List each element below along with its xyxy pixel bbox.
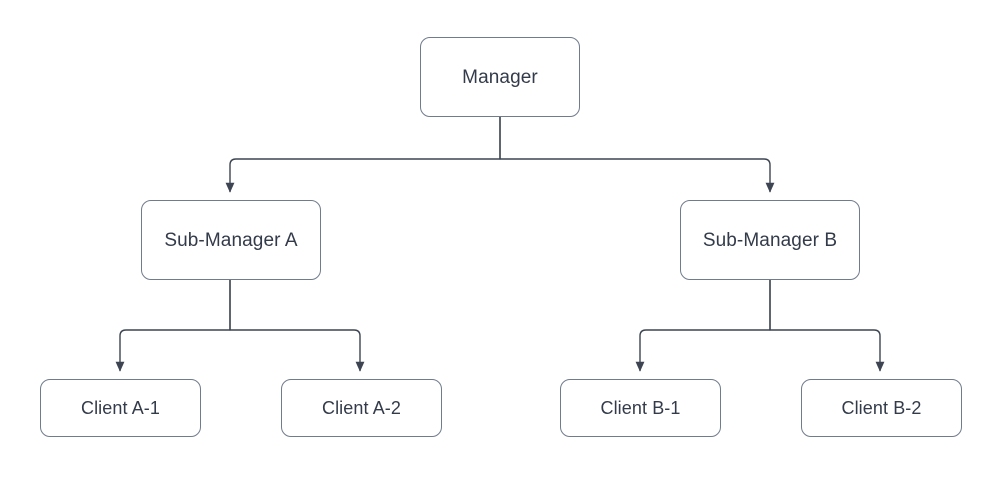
- node-sub-manager-a-label: Sub-Manager A: [164, 229, 298, 251]
- node-client-b1[interactable]: Client B-1: [560, 379, 721, 437]
- node-client-a1[interactable]: Client A-1: [40, 379, 201, 437]
- edge-sub-a-to-client-a2: [229, 280, 365, 372]
- node-sub-manager-b-label: Sub-Manager B: [702, 229, 838, 251]
- node-client-a1-label: Client A-1: [80, 398, 161, 418]
- edge-sub-a-to-client-a1: [115, 280, 231, 372]
- node-client-b2[interactable]: Client B-2: [801, 379, 962, 437]
- node-client-a2-label: Client A-2: [321, 398, 402, 418]
- edge-sub-b-to-client-b1: [635, 280, 771, 372]
- node-manager[interactable]: Manager: [420, 37, 580, 117]
- node-manager-label: Manager: [462, 66, 538, 88]
- node-sub-manager-b[interactable]: Sub-Manager B: [680, 200, 860, 280]
- edge-manager-to-sub-a: [225, 117, 501, 193]
- node-client-b1-label: Client B-1: [600, 398, 681, 418]
- node-client-a2[interactable]: Client A-2: [281, 379, 442, 437]
- node-client-b2-label: Client B-2: [841, 398, 922, 418]
- node-sub-manager-a[interactable]: Sub-Manager A: [141, 200, 321, 280]
- edge-manager-to-sub-b: [499, 117, 775, 193]
- edge-sub-b-to-client-b2: [769, 280, 885, 372]
